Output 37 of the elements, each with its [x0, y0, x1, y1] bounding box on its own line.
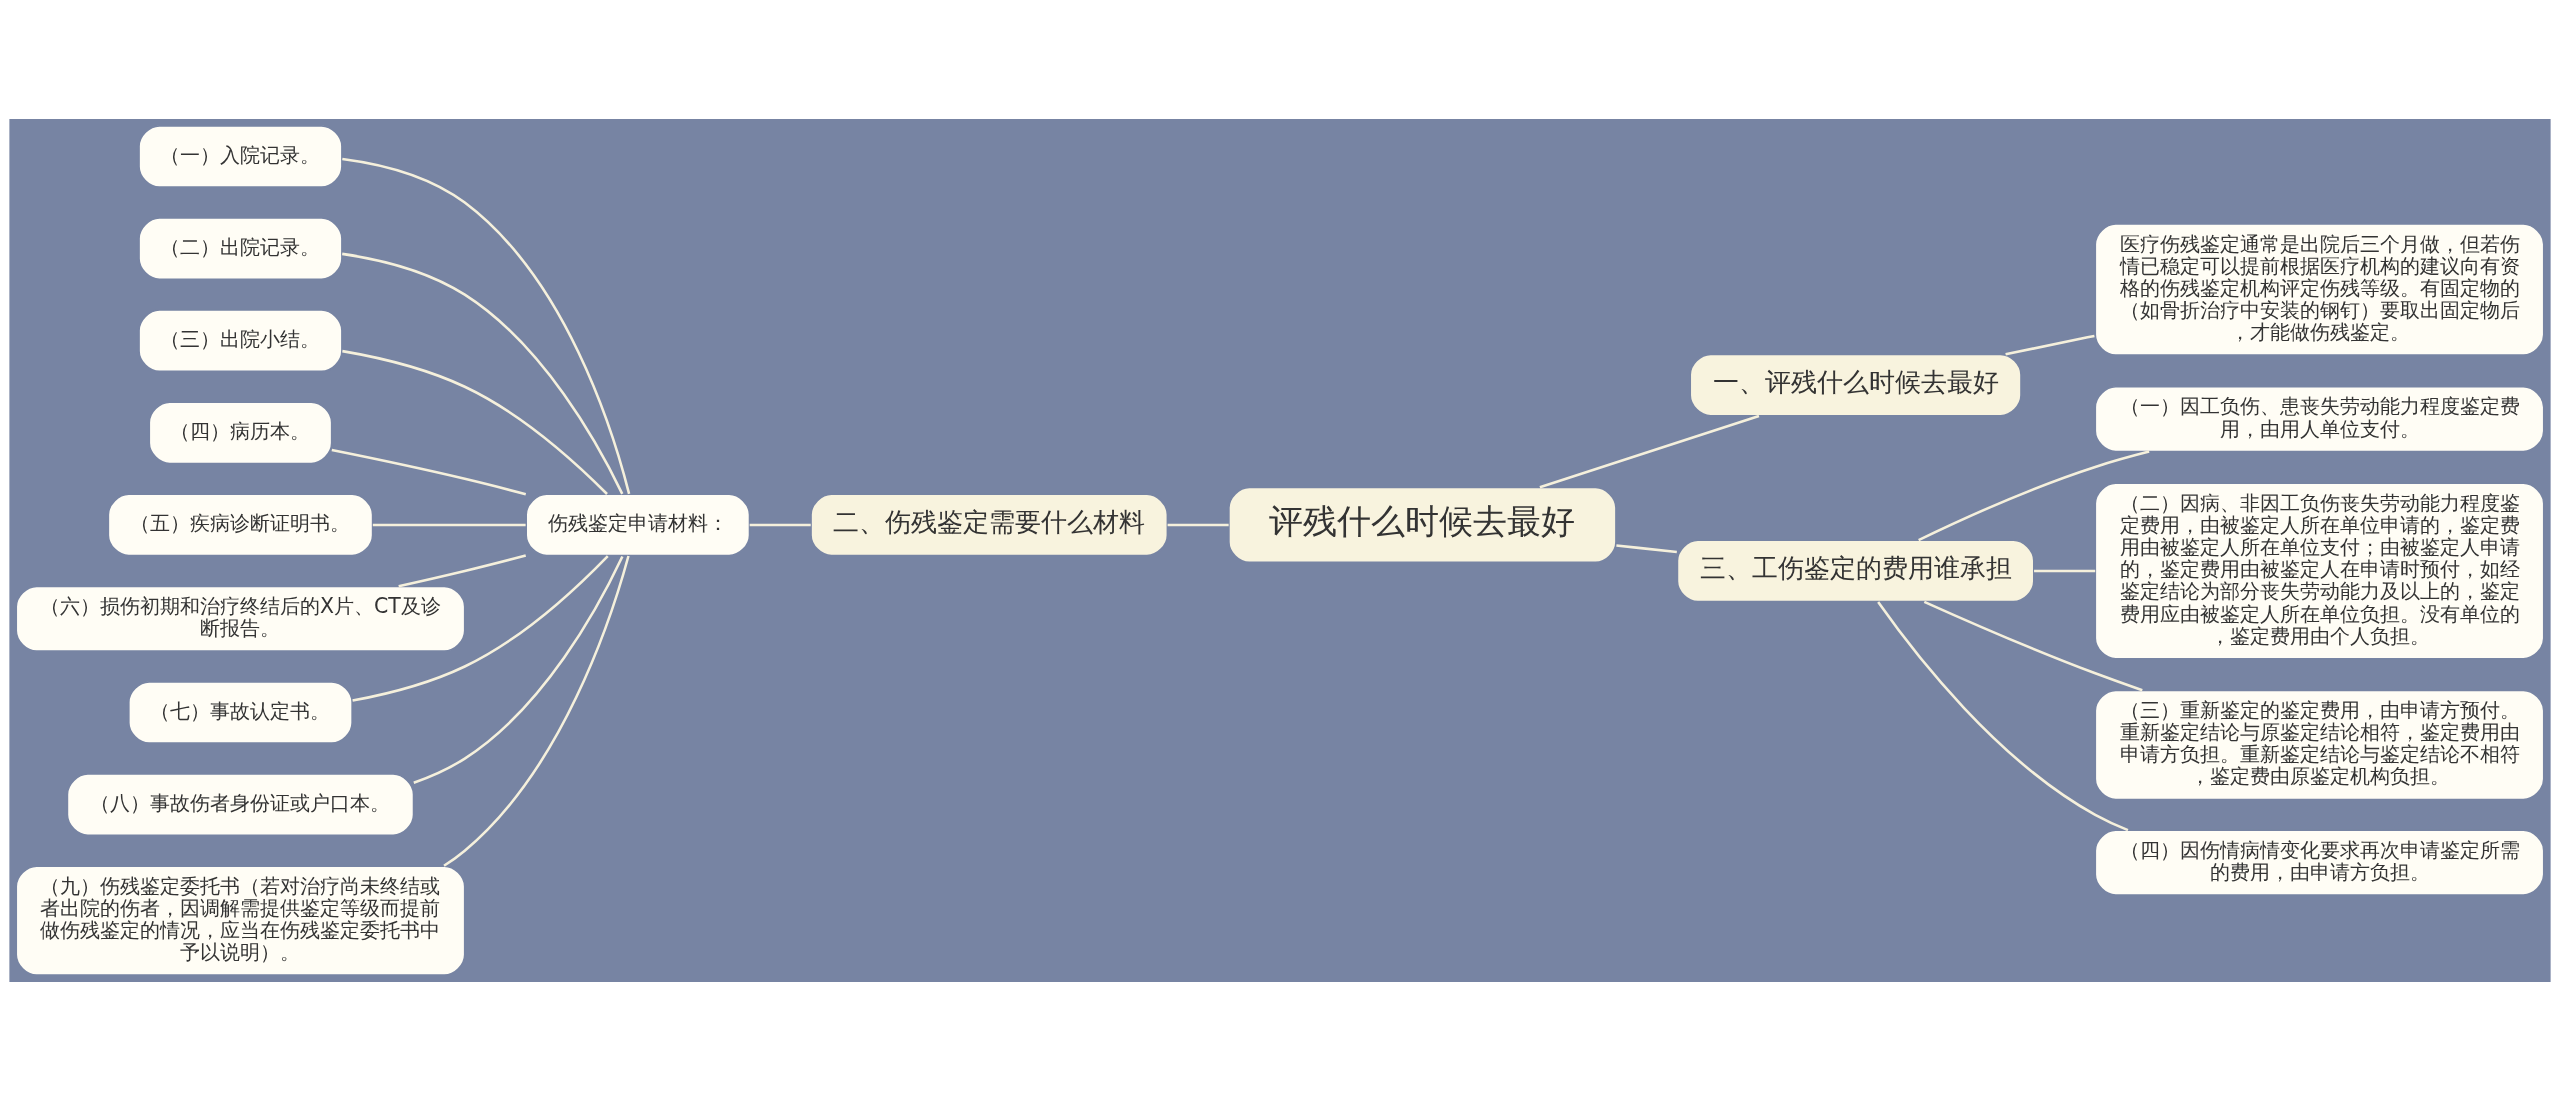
connector [1616, 544, 1677, 554]
node-box: （七）事故认定书。 [127, 680, 354, 745]
connector [372, 523, 526, 527]
connector [749, 523, 811, 527]
node-box: （八）事故伤者身份证或户口本。 [66, 773, 415, 837]
node-box: 一、评残什么时候去最好 [1689, 353, 2022, 417]
connector [1923, 600, 2143, 692]
connector [342, 252, 624, 495]
connector [413, 555, 624, 784]
node-box: （三）出院小结。 [138, 309, 343, 373]
connector [1167, 523, 1229, 527]
node-box: （四）因伤情病情变化要求再次申请鉴定所需的费用，由申请方负担。 [2094, 829, 2545, 896]
connector [352, 555, 609, 702]
node-box: （九）伤残鉴定委托书（若对治疗尚未终结或者出院的伤者，因调解需提供鉴定等级而提前做伤残鉴定的情况，应当在伤残鉴定委托书中予以说明）。 [15, 865, 466, 977]
connector [342, 349, 608, 495]
node-box: （六）损伤初期和治疗终结后的X片、CT及诊断报告。 [15, 585, 466, 652]
node-box: 伤残鉴定申请材料： [525, 493, 751, 557]
connector [443, 555, 630, 867]
node-box: （二）出院记录。 [138, 217, 343, 281]
connector [342, 157, 631, 495]
connector [1877, 601, 2129, 832]
node-box: 二、伤残鉴定需要什么材料 [810, 493, 1169, 557]
connector [2034, 569, 2096, 573]
node-box: （一）因工负伤、患丧失劳动能力程度鉴定费用，由用人单位支付。 [2094, 385, 2545, 453]
node-box: （三）重新鉴定的鉴定费用，由申请方预付。重新鉴定结论与原鉴定结论相符，鉴定费用由申请方负担。重新鉴定结论与鉴定结论不相符，鉴定费由原鉴定机构负担。 [2094, 689, 2545, 801]
node-box: 三、工伤鉴定的费用谁承担 [1676, 539, 2035, 603]
connector [398, 554, 527, 588]
node-box: （二）因病、非因工负伤丧失劳动能力程度鉴定费用，由被鉴定人所在单位申请的，鉴定费用由被鉴定人所在单位支付；由被鉴定人申请的，鉴定费用由被鉴定人在申请时预付，如经鉴定结论为部分丧失劳动能力及以上的，鉴定费用应由被鉴定人所在单位负担。没有单位的，鉴定费用由个人负担。 [2094, 482, 2545, 660]
connector [331, 448, 527, 496]
node-box: （一）入院记录。 [138, 124, 343, 189]
node-box: （四）病历本。 [148, 401, 333, 465]
connector [2005, 334, 2095, 356]
node-box: 医疗伤残鉴定通常是出院后三个月做，但若伤情已稳定可以提前根据医疗机构的建议向有资格的伤残鉴定机构评定伤残等级。有固定物的（如骨折治疗中安装的钢钉）要取出固定物后，才能做伤残鉴定。 [2094, 223, 2545, 357]
node-box: （五）疾病诊断证明书。 [107, 493, 374, 557]
connector [1539, 414, 1760, 489]
node-box: 评残什么时候去最好 [1227, 486, 1617, 564]
connector [1918, 450, 2150, 542]
